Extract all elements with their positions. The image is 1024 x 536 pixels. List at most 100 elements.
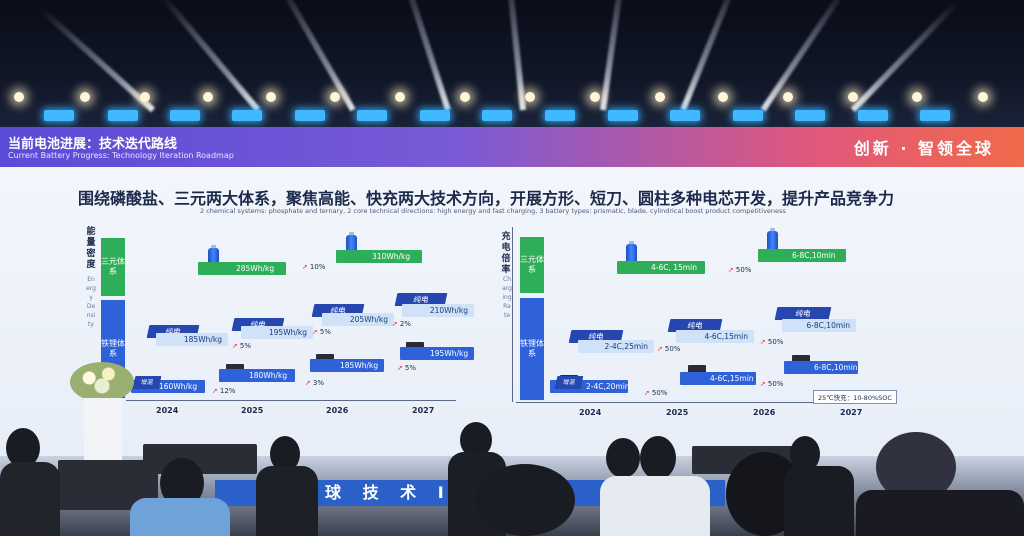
lfp-value-chip: 185Wh/kg (156, 333, 228, 346)
growth-pct: 50% (664, 345, 681, 353)
slide-headline: 围绕磷酸盐、三元两大体系，聚焦高能、快充两大技术方向，开展方形、短刀、圆柱多种电… (78, 189, 895, 208)
growth-pct: 5% (319, 328, 331, 336)
stage-lamp (203, 92, 213, 102)
charging-axis-title: 充电倍率 (501, 232, 511, 275)
year-label: 2027 (840, 408, 863, 417)
lfp-value-chip: 185Wh/kg (310, 359, 384, 372)
led-panel (295, 110, 325, 121)
growth-pct: 12% (219, 387, 236, 395)
projection-screen: 当前电池进展：技术迭代路线 Current Battery Progress: … (0, 127, 1024, 456)
lfp-value-chip: 2-4C,25min (578, 340, 654, 353)
arrow-up-icon: ➚ (305, 379, 311, 387)
light-beam (504, 0, 526, 111)
led-panel (357, 110, 387, 121)
stage-lamp (460, 92, 470, 102)
light-beam (275, 0, 356, 112)
light-beam (680, 0, 742, 112)
arrow-up-icon: ➚ (312, 328, 318, 336)
lfp-value-chip: 6-8C,10min (782, 319, 856, 332)
lfp-value-chip: 205Wh/kg (322, 313, 394, 326)
audience-body (0, 462, 60, 536)
audience-body (130, 498, 230, 536)
audience-body (600, 476, 710, 536)
arrow-up-icon: ➚ (760, 380, 766, 388)
audience-head (606, 438, 640, 478)
stage-lamp (330, 92, 340, 102)
growth-label: ➚10% (302, 263, 325, 271)
growth-pct: 5% (239, 342, 251, 350)
ternary-value-chip: 6-8C,10min (758, 249, 846, 262)
audience-head (6, 428, 40, 468)
growth-pct: 3% (312, 379, 324, 387)
light-beam (850, 0, 960, 113)
led-panel (670, 110, 700, 121)
growth-pct: 50% (735, 266, 752, 274)
arrow-up-icon: ➚ (397, 364, 403, 372)
stage-lamp (140, 92, 150, 102)
podium (84, 398, 122, 462)
arrow-up-icon: ➚ (302, 263, 308, 271)
led-panel (420, 110, 450, 121)
audience-body (784, 466, 854, 536)
prismatic-cell-icon (792, 355, 810, 366)
lfp-value-chip: 195Wh/kg (400, 347, 474, 360)
growth-pct: 10% (309, 263, 326, 271)
energy-x-axis (126, 400, 456, 401)
ternary-band: 三元体系 (101, 238, 125, 296)
ternary-value-chip: 285Wh/kg (198, 262, 286, 275)
year-label: 2027 (412, 406, 435, 415)
arrow-up-icon: ➚ (392, 320, 398, 328)
stage-ceiling (0, 0, 1024, 128)
year-label: 2026 (326, 406, 349, 415)
growth-label: ➚2% (392, 320, 411, 328)
growth-pct: 50% (767, 380, 784, 388)
lfp-band: 铁锂体系 (520, 298, 544, 400)
cylindrical-cell-icon (626, 241, 637, 266)
slide-slogan: 创新 · 智领全球 (853, 139, 994, 158)
ternary-value-chip: 310Wh/kg (336, 250, 422, 263)
energy-axis-subtitle: Energy Density (86, 276, 96, 328)
growth-pct: 50% (767, 338, 784, 346)
growth-label: ➚5% (232, 342, 251, 350)
slide-title: 当前电池进展：技术迭代路线 (8, 137, 178, 152)
audience-head (475, 464, 575, 536)
led-panel (733, 110, 763, 121)
light-beam (398, 0, 451, 111)
stage-lamp (783, 92, 793, 102)
cylindrical-cell-icon (767, 228, 778, 253)
growth-label: ➚50% (657, 345, 680, 353)
growth-label: ➚5% (397, 364, 416, 372)
audience-head (640, 436, 676, 480)
stage-lamp (912, 92, 922, 102)
audience-body (856, 490, 1024, 536)
led-panel (232, 110, 262, 121)
panel-divider (512, 227, 513, 402)
year-label: 2025 (666, 408, 689, 417)
led-panel (108, 110, 138, 121)
led-panel (858, 110, 888, 121)
arrow-up-icon: ➚ (657, 345, 663, 353)
growth-label: ➚5% (312, 328, 331, 336)
lfp-value-chip: 180Wh/kg (219, 369, 295, 382)
light-beam (39, 7, 156, 113)
slide-subheadline: 2 chemical systems: phosphate and ternar… (200, 207, 786, 215)
prismatic-cell-icon (688, 365, 706, 376)
growth-label: ➚50% (760, 338, 783, 346)
year-label: 2025 (241, 406, 264, 415)
slide-banner: 当前电池进展：技术迭代路线 Current Battery Progress: … (0, 127, 1024, 167)
stage-lamp (395, 92, 405, 102)
stage-lamp (978, 92, 988, 102)
light-beam (760, 0, 850, 112)
led-panel (795, 110, 825, 121)
cylindrical-cell-icon (346, 232, 357, 257)
year-label: 2024 (579, 408, 602, 417)
ternary-value-chip: 4-6C, 15min (617, 261, 705, 274)
arrow-up-icon: ➚ (644, 389, 650, 397)
lfp-value-chip: 4-6C,15min (680, 372, 756, 385)
led-panel (608, 110, 638, 121)
energy-axis-title: 能量密度 (86, 227, 96, 270)
growth-label: ➚50% (728, 266, 751, 274)
led-panel (44, 110, 74, 121)
led-panel (545, 110, 575, 121)
growth-pct: 50% (651, 389, 668, 397)
